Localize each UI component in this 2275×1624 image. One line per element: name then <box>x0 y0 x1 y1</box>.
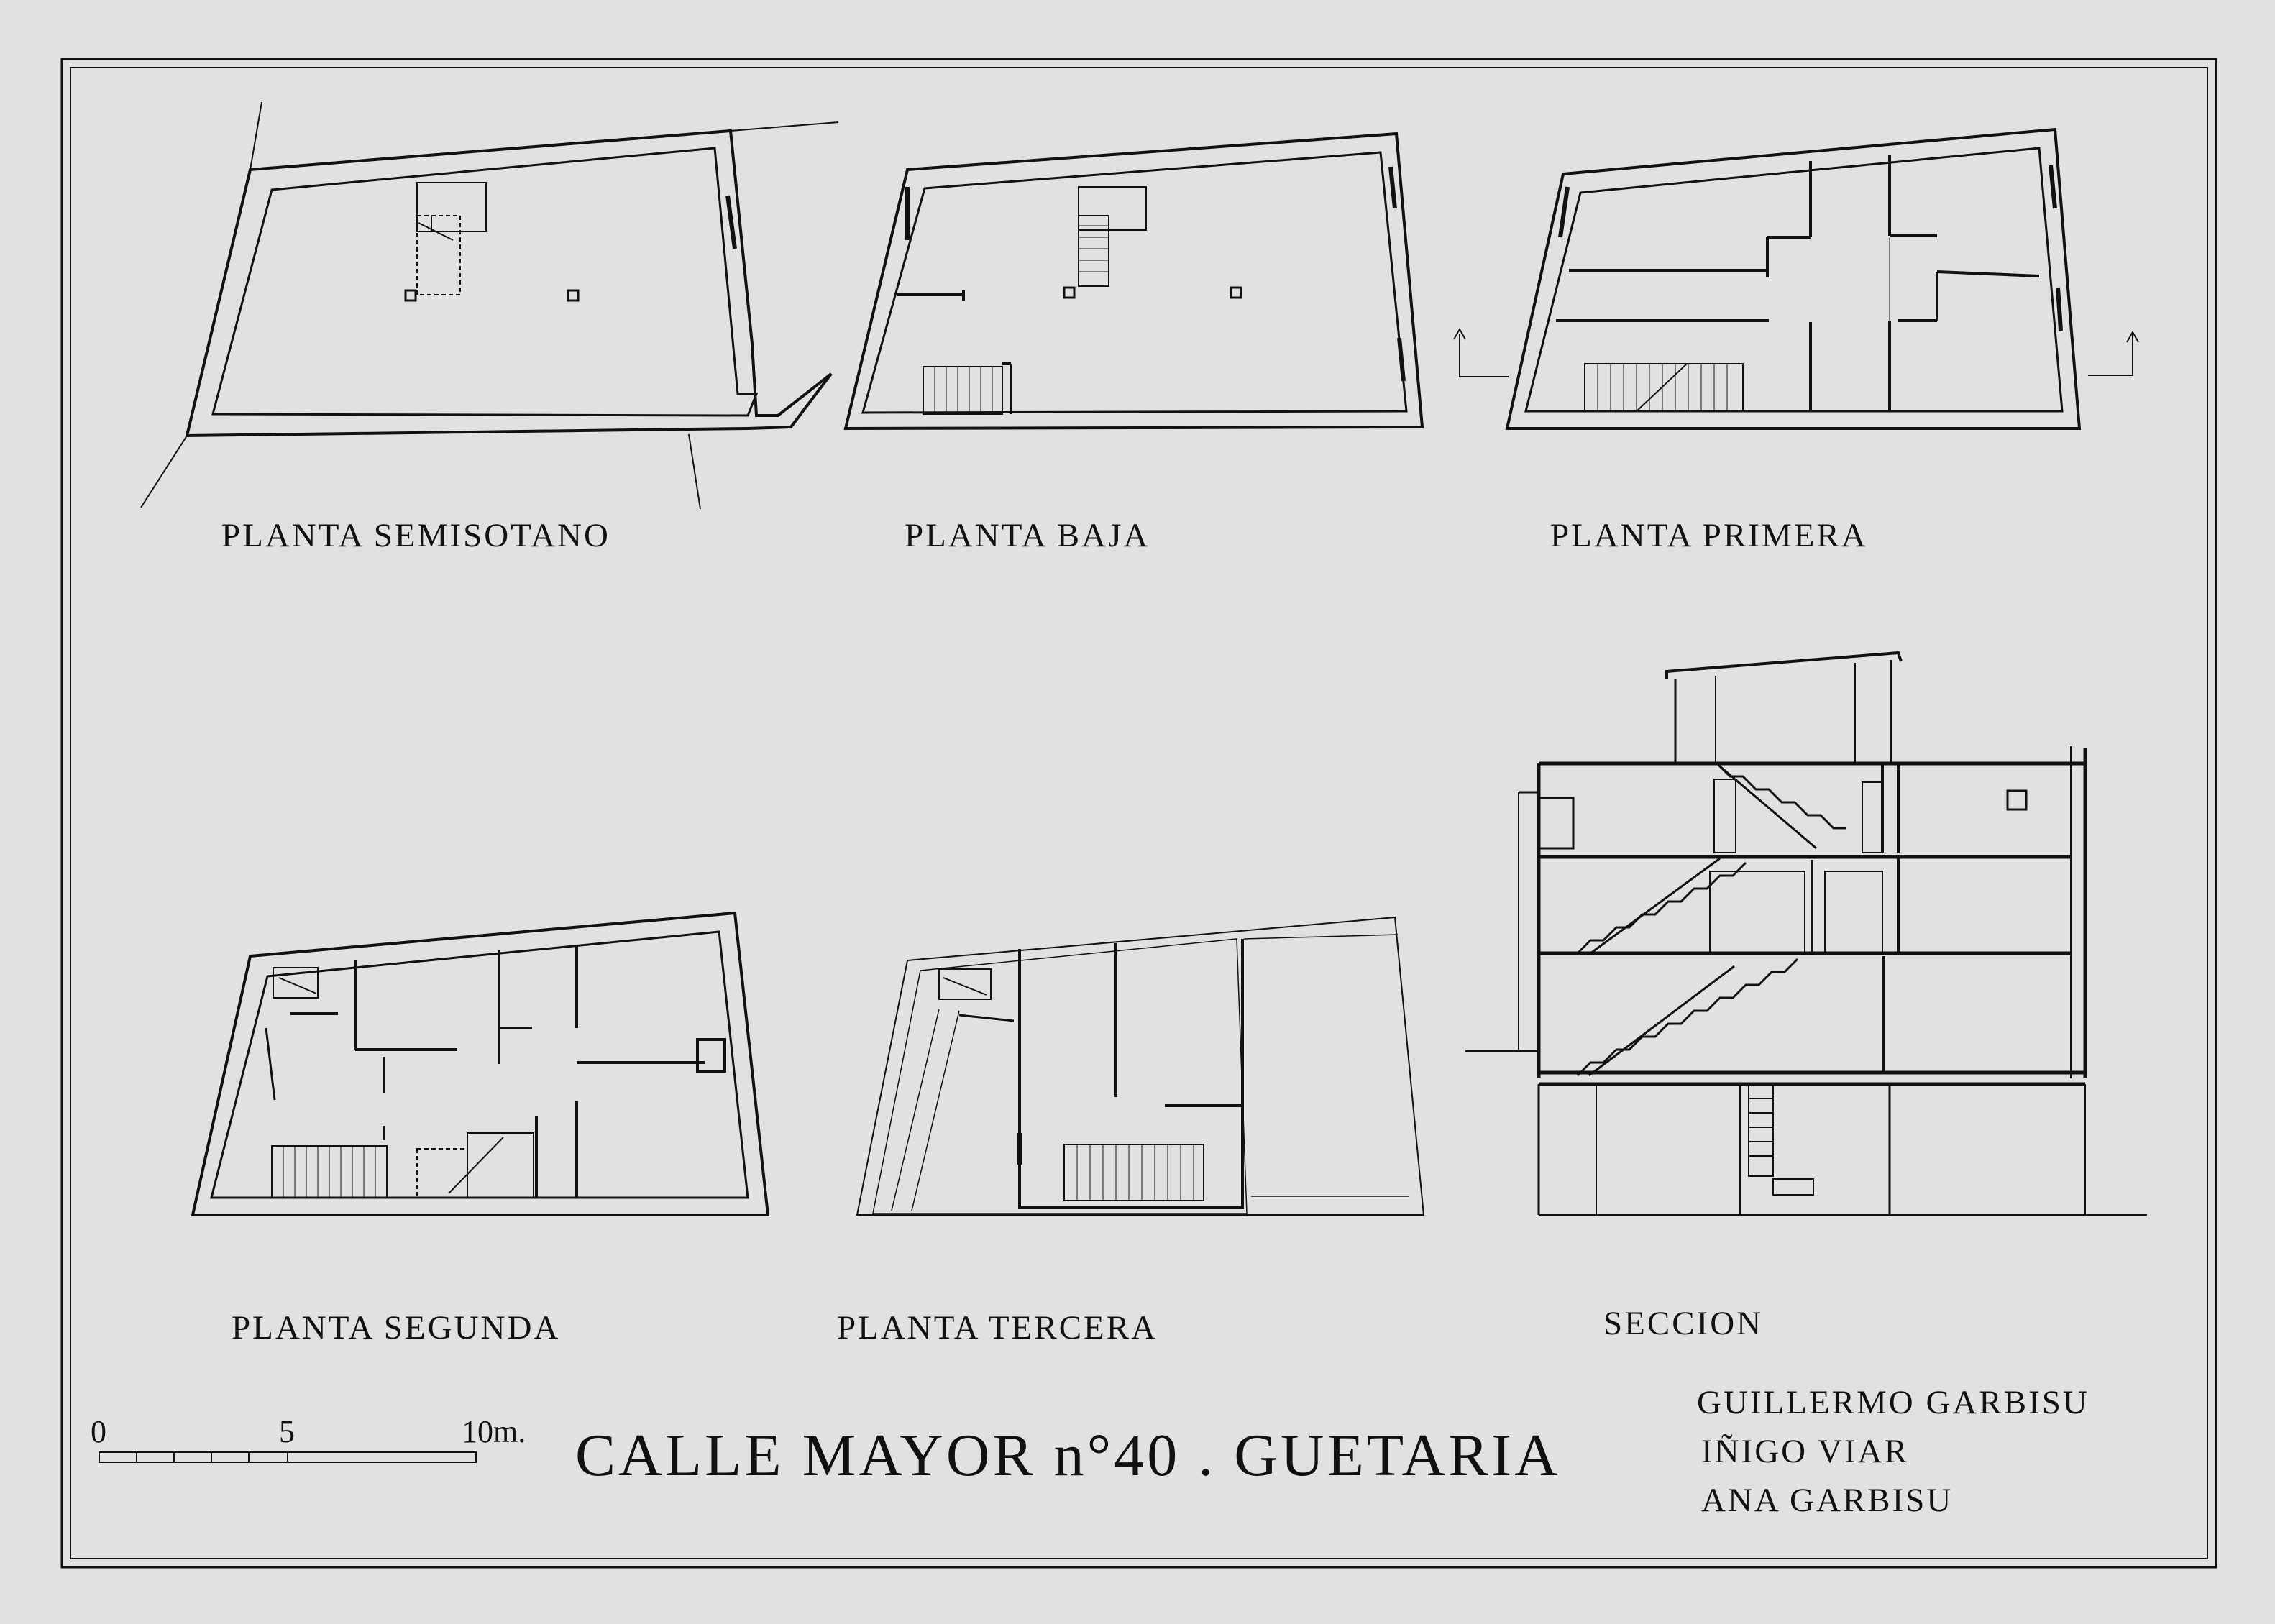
scale-label-end: 10m. <box>462 1414 526 1449</box>
sheet-border <box>60 58 2217 1569</box>
label-seccion: SECCION <box>1603 1305 1764 1342</box>
scale-label-start: 0 <box>91 1414 106 1449</box>
label-planta-baja: PLANTA BAJA <box>905 517 1150 554</box>
plan-segunda <box>191 911 770 1216</box>
scale-bar <box>99 1451 477 1463</box>
author-2: IÑIGO VIAR <box>1701 1433 1909 1470</box>
plan-tercera <box>856 916 1425 1216</box>
scale-label-mid: 5 <box>279 1414 295 1449</box>
section-drawing <box>1465 651 2147 1216</box>
plan-baja <box>843 132 1424 431</box>
label-planta-tercera: PLANTA TERCERA <box>837 1309 1158 1347</box>
author-3: ANA GARBISU <box>1701 1482 1954 1519</box>
label-planta-semisotano: PLANTA SEMISOTANO <box>221 517 610 554</box>
plan-primera <box>1453 127 2139 430</box>
label-planta-primera: PLANTA PRIMERA <box>1550 517 1868 554</box>
author-1: GUILLERMO GARBISU <box>1697 1384 2089 1421</box>
plan-semisotano <box>140 101 839 510</box>
sheet-title: CALLE MAYOR n°40 . GUETARIA <box>575 1422 1561 1489</box>
label-planta-segunda: PLANTA SEGUNDA <box>232 1309 561 1347</box>
